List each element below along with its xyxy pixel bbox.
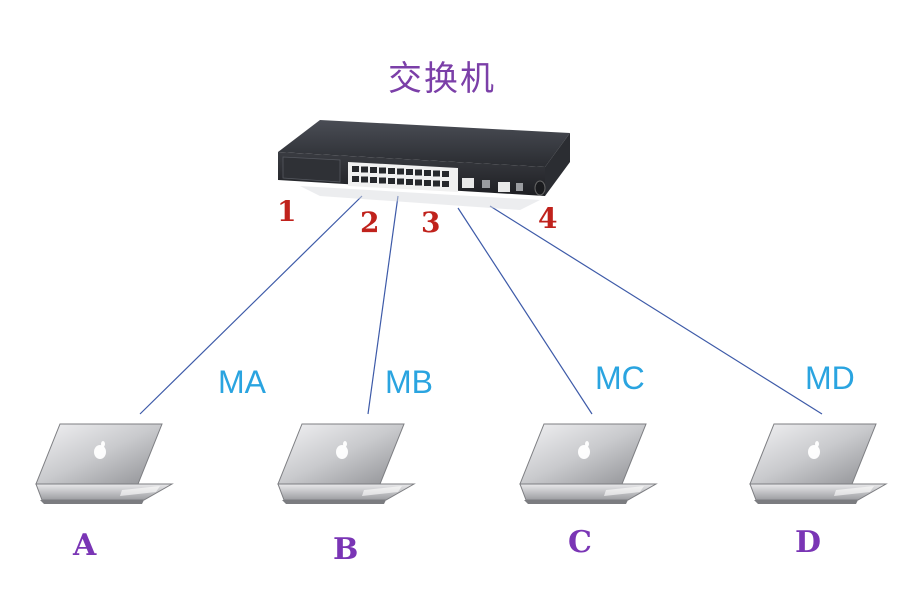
- port-number-4: 4: [538, 202, 558, 235]
- laptop-icon-host-b: [277, 423, 415, 505]
- mac-label-d: MD: [805, 360, 855, 396]
- host-label-c: C: [568, 525, 592, 560]
- port-number-3: 3: [421, 206, 441, 239]
- network-switch-icon: [278, 120, 570, 210]
- host-label-d: D: [795, 525, 822, 560]
- port-number-2: 2: [360, 206, 380, 239]
- laptop-icon-host-a: [35, 423, 173, 505]
- host-label-a: A: [73, 528, 97, 563]
- switch-title: 交换机: [388, 59, 496, 99]
- link-port-4-host-d: [489, 205, 823, 415]
- link-port-2-host-a: [139, 195, 363, 415]
- network-links: [139, 195, 823, 415]
- laptop-icon-host-d: [749, 423, 887, 505]
- mac-label-c: MC: [595, 360, 645, 396]
- host-label-b: B: [333, 532, 359, 567]
- link-port-3-host-c: [457, 207, 593, 415]
- laptop-icon-host-c: [519, 423, 657, 505]
- port-number-1: 1: [277, 195, 297, 228]
- mac-label-b: MB: [385, 364, 433, 400]
- mac-label-a: MA: [218, 364, 266, 400]
- link-port-2-host-b: [367, 195, 399, 415]
